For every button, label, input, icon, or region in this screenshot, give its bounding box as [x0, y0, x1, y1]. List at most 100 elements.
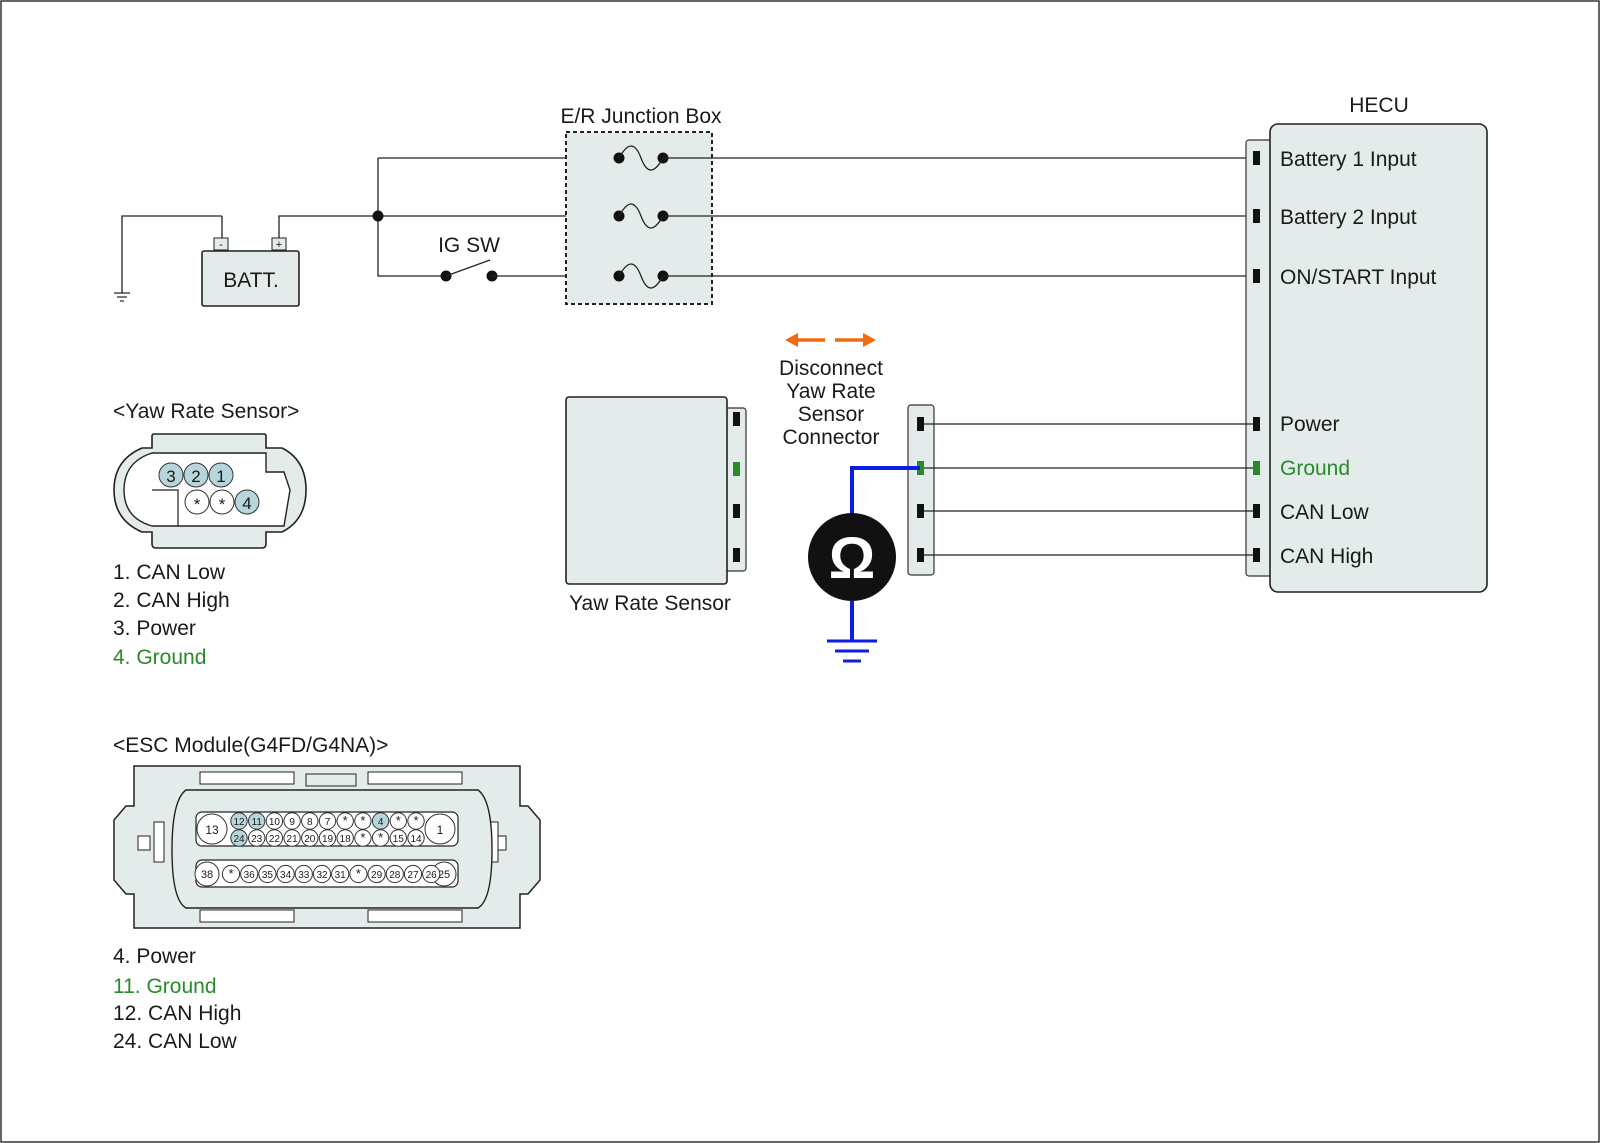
esc-pin-label: 4	[378, 817, 384, 828]
esc-pin-circle	[265, 812, 284, 830]
yaw-rate-sensor: Yaw Rate Sensor	[565, 396, 747, 615]
esc-pin-label: 11	[252, 817, 263, 828]
battery-pos-terminal	[271, 237, 287, 251]
battery-body	[201, 250, 300, 307]
ohmmeter-icon	[808, 513, 896, 601]
hecu-pin-on-start: ON/START Input	[1280, 266, 1437, 289]
esc-pin-label: *	[413, 813, 418, 828]
yaw-legend-2: 2. CAN High	[113, 589, 230, 612]
esc-pin-circle	[221, 864, 241, 884]
esc-pin-circle	[248, 829, 266, 847]
hecu-pin-battery1: Battery 1 Input	[1280, 148, 1417, 171]
yaw-legend-3: 3. Power	[113, 617, 196, 640]
yaw-pin-3: 3	[166, 467, 175, 486]
esc-pin-label: 24	[233, 834, 245, 845]
junction-box-body	[565, 131, 713, 305]
harness-connector	[907, 404, 935, 576]
esc-pin-circle	[240, 864, 259, 884]
esc-pin-38: 38	[201, 869, 213, 881]
hecu-body	[1269, 123, 1488, 593]
esc-pin-circle	[403, 864, 423, 884]
battery: - + BATT.	[114, 215, 378, 307]
esc-pin-circle	[354, 812, 372, 830]
esc-legend-4: 4. Power	[113, 945, 196, 968]
battery-label: BATT.	[223, 269, 279, 292]
esc-pin-label: 8	[307, 817, 313, 828]
esc-pin-circle	[331, 864, 350, 884]
esc-pin-circle	[265, 829, 284, 847]
disconnect-note-line3: Sensor	[798, 403, 865, 426]
esc-legend-24: 24. CAN Low	[113, 1030, 238, 1053]
esc-pin-circle	[230, 829, 248, 847]
esc-pin-circle	[389, 829, 407, 847]
ohmmeter: Ω	[808, 466, 920, 663]
yaw-connector-title: <Yaw Rate Sensor>	[113, 400, 299, 423]
esc-pin-label: 21	[287, 834, 299, 845]
yaw-sensor-body	[565, 396, 728, 585]
ohm-symbol: Ω	[829, 526, 876, 591]
esc-pin-label: 20	[304, 834, 316, 845]
disconnect-arrows-icon	[785, 333, 876, 347]
esc-pin-label: 22	[269, 834, 281, 845]
esc-pin-circle	[385, 864, 404, 884]
esc-pin-13: 13	[205, 823, 219, 837]
esc-pin-label: *	[360, 813, 365, 828]
esc-pin-circle	[407, 829, 425, 847]
esc-pin-circle	[336, 812, 354, 830]
battery-neg-label: -	[219, 239, 223, 251]
esc-pin-label: 28	[389, 870, 401, 881]
esc-pin-1: 1	[437, 823, 444, 837]
yaw-pin-empty: *	[219, 495, 226, 514]
esc-pin-circle	[318, 812, 337, 830]
esc-pin-label: 18	[340, 834, 352, 845]
esc-pin-circle	[367, 864, 386, 884]
esc-pin-label: 32	[316, 870, 328, 881]
esc-pin-circle	[248, 812, 266, 830]
yaw-sensor-label: Yaw Rate Sensor	[569, 592, 731, 615]
esc-pin-circle	[294, 864, 313, 884]
chassis-ground-icon	[114, 292, 130, 302]
esc-pin-circle	[371, 812, 390, 830]
ig-switch-icon	[440, 259, 498, 282]
esc-pin-label: 12	[233, 817, 245, 828]
yaw-pin-1: 1	[216, 467, 225, 486]
disconnect-note-line2: Yaw Rate	[786, 380, 876, 403]
hecu-title: HECU	[1349, 94, 1409, 117]
esc-pin-label: *	[343, 813, 348, 828]
esc-pin-label: 15	[393, 834, 405, 845]
esc-pin-label: 29	[371, 870, 383, 881]
esc-pin-circle	[301, 812, 319, 830]
esc-pin-label: 33	[298, 870, 310, 881]
ig-switch-label: IG SW	[438, 234, 500, 257]
yaw-pin-empty: *	[194, 495, 201, 514]
esc-pin-label: 26	[426, 870, 438, 881]
esc-pin-label: 34	[280, 870, 292, 881]
esc-pin-circle	[422, 864, 441, 884]
esc-pin-circle	[301, 829, 319, 847]
esc-pin-label: 7	[325, 817, 331, 828]
esc-pin-circle	[371, 829, 390, 847]
ground-icon	[827, 639, 877, 663]
esc-pin-label: 10	[269, 817, 281, 828]
esc-pin-label: 35	[262, 870, 274, 881]
esc-pin-label: 31	[335, 870, 347, 881]
esc-pin-25: 25	[438, 869, 450, 881]
esc-pin-label: 27	[407, 870, 419, 881]
esc-legend-11: 11. Ground	[113, 975, 217, 998]
esc-pin-label: 19	[322, 834, 334, 845]
esc-pin-label: 36	[244, 870, 256, 881]
esc-pin-label: *	[228, 866, 233, 881]
hecu-pin-ground: Ground	[1280, 457, 1350, 480]
esc-pin-circle	[258, 864, 277, 884]
hecu-module: HECU Battery 1 Input Battery 2 Input ON/…	[1245, 94, 1488, 593]
junction-box-title: E/R Junction Box	[560, 105, 722, 128]
hecu-pin-can-low: CAN Low	[1280, 501, 1370, 524]
disconnect-note-line4: Connector	[783, 426, 880, 449]
esc-pin-circle	[283, 829, 301, 847]
esc-pin-circle	[312, 864, 332, 884]
esc-pin-label: *	[396, 813, 401, 828]
